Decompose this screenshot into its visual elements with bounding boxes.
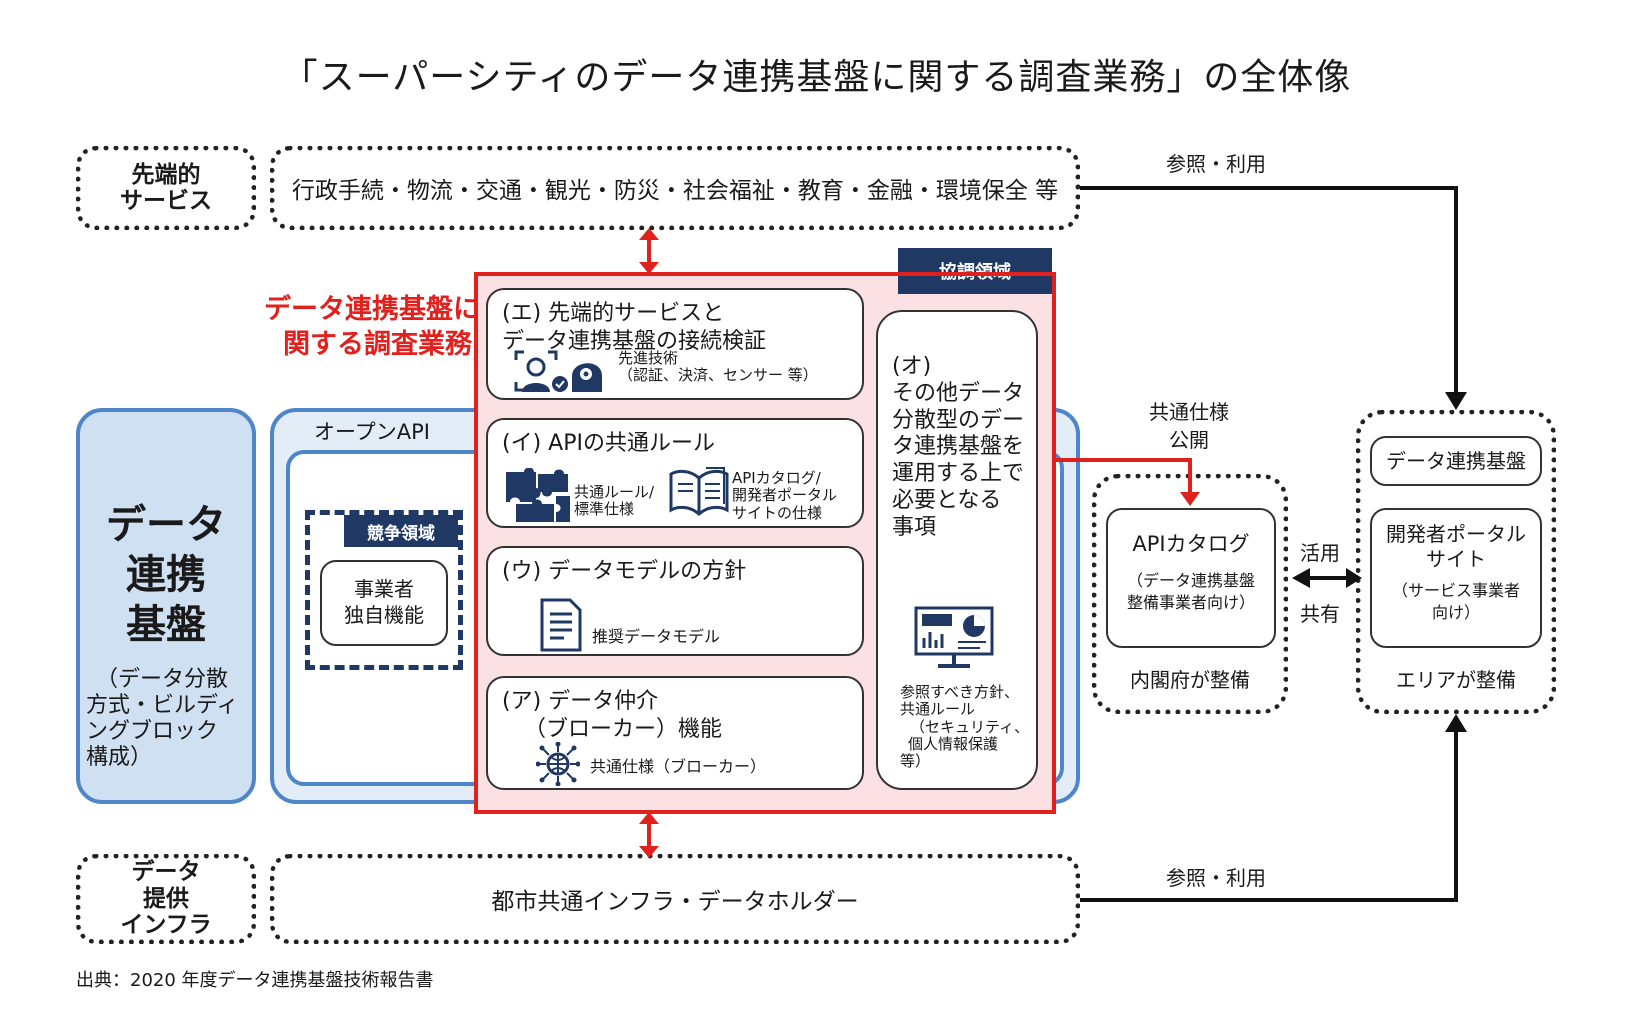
proprietary-function-box: 事業者 独自機能 (320, 560, 448, 646)
cabinet-office-label: 内閣府が整備 (1130, 668, 1250, 692)
utilize-label: 活用 (1300, 541, 1340, 565)
data-infra-text: 都市共通インフラ・データホルダー (491, 889, 859, 915)
competitive-area (305, 510, 463, 670)
card-o-other-matters: (オ) その他データ 分散型のデー タ連携基盤を 運用する上で 必要となる 事項… (876, 310, 1038, 790)
share-label: 共有 (1300, 602, 1340, 626)
reference-use-top-label: 参照・利用 (1166, 152, 1266, 176)
area-region (1356, 410, 1556, 714)
data-platform-title: データ 連携 基盤 (106, 502, 226, 648)
survey-label: データ連携基盤に 関する調査業務 (264, 294, 480, 361)
source-note: 出典：2020 年度データ連携基盤技術報告書 (76, 970, 434, 991)
advanced-services-band: 行政手続・物流・交通・観光・防災・社会福祉・教育・金融・環境保全 等 (270, 146, 1080, 230)
cooperative-tag: 協調領域 (898, 248, 1052, 294)
network-globe-icon (536, 742, 580, 786)
page-title: 「スーパーシティのデータ連携基盤に関する調査業務」の全体像 (281, 57, 1352, 98)
area-owner-label: エリアが整備 (1396, 668, 1516, 692)
competitive-tag: 競争領域 (344, 515, 458, 547)
advanced-services-text: 行政手続・物流・交通・観光・防災・社会福祉・教育・金融・環境保全 等 (291, 178, 1059, 204)
red-double-arrow-top (639, 228, 659, 274)
card-e-connection-verification: (エ) 先端的サービスと データ連携基盤の接続検証 先進技術 （認証、決済、セン… (486, 288, 864, 400)
card-i-api-common-rules: (イ) APIの共通ルール 共通ルール/ 標準仕様 APIカタログ/ 開発者ポー… (486, 418, 864, 528)
advanced-services-label: 先端的サービス (76, 146, 256, 230)
dashboard-monitor-icon (914, 606, 994, 668)
puzzle-icon (506, 468, 570, 522)
spec-publish-label: 共通仕様 公開 (1149, 400, 1229, 452)
card-a-data-broker: (ア) データ仲介 （ブローカー）機能 共通仕様（ブローカー） (486, 676, 864, 790)
area-data-platform-box: データ連携基盤 (1370, 436, 1542, 486)
developer-portal-box: 開発者ポータル サイト （サービス事業者 向け） (1370, 508, 1542, 648)
top-reference-arrow (1080, 186, 1467, 410)
document-icon (540, 598, 582, 652)
data-infra-label: データ 提供 インフラ (76, 854, 256, 944)
face-auth-icon (514, 350, 602, 392)
red-spec-arrow (1056, 458, 1200, 506)
card-u-data-model-policy: (ウ) データモデルの方針 推奨データモデル (486, 546, 864, 656)
open-api-label: オープンAPI (314, 420, 430, 444)
reference-use-bottom-label: 参照・利用 (1166, 866, 1266, 890)
api-catalog-box: APIカタログ （データ連携基盤 整備事業者向け） (1106, 508, 1276, 648)
red-double-arrow-bottom (639, 812, 659, 858)
share-double-arrow (1292, 568, 1362, 588)
bottom-reference-arrow (1080, 714, 1467, 902)
data-infra-band: 都市共通インフラ・データホルダー (270, 854, 1080, 944)
data-platform-panel: データ 連携 基盤 （データ分散 方式・ビルディ ングブロック 構成） (76, 408, 256, 804)
data-platform-note: （データ分散 方式・ビルディ ングブロック 構成） (86, 667, 239, 770)
book-icon (669, 467, 729, 517)
survey-scope-frame (474, 272, 1056, 814)
